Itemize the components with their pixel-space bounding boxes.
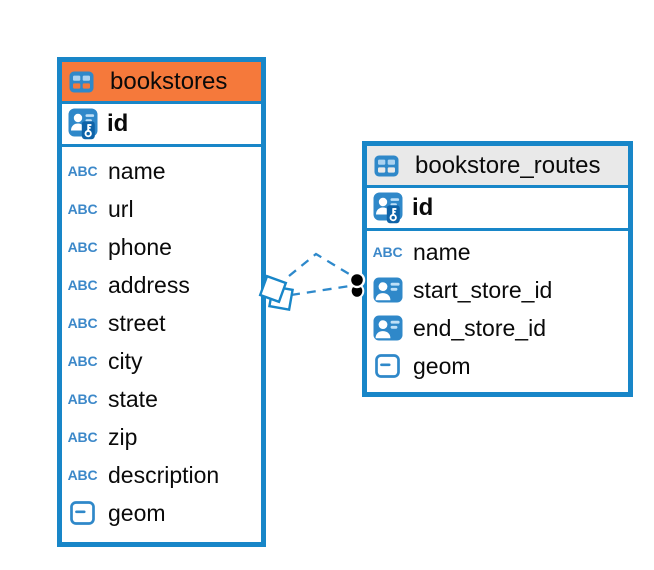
column-row[interactable]: ABC state bbox=[62, 380, 261, 418]
text-abc-icon: ABC bbox=[67, 163, 98, 179]
column-row[interactable]: geom bbox=[367, 347, 628, 385]
relationship-source-marker bbox=[268, 285, 294, 311]
primary-key-label: id bbox=[412, 194, 434, 221]
column-row[interactable]: ABC street bbox=[62, 304, 261, 342]
geometry-icon bbox=[372, 354, 403, 378]
table-node-bookstores[interactable]: bookstores id ABC name bbox=[57, 57, 266, 547]
column-label: name bbox=[413, 238, 471, 265]
column-rows: ABC name ABC url ABC phone ABC address A… bbox=[62, 147, 261, 536]
column-row[interactable]: ABC address bbox=[62, 266, 261, 304]
table-header[interactable]: bookstore_routes bbox=[367, 146, 628, 188]
column-label: name bbox=[108, 157, 166, 184]
column-row[interactable]: ABC description bbox=[62, 456, 261, 494]
column-label: street bbox=[108, 309, 166, 336]
geometry-icon bbox=[67, 501, 98, 525]
table-title: bookstores bbox=[110, 67, 228, 95]
column-label: start_store_id bbox=[413, 276, 553, 303]
primary-key-row[interactable]: id bbox=[367, 188, 628, 231]
column-label: geom bbox=[108, 499, 166, 526]
column-row[interactable]: end_store_id bbox=[367, 309, 628, 347]
primary-key-icon bbox=[67, 108, 98, 140]
primary-key-row[interactable]: id bbox=[62, 104, 261, 147]
column-row[interactable]: ABC name bbox=[367, 233, 628, 271]
column-label: description bbox=[108, 461, 220, 488]
column-row[interactable]: ABC phone bbox=[62, 228, 261, 266]
text-abc-icon: ABC bbox=[67, 315, 98, 331]
column-row[interactable]: ABC url bbox=[62, 190, 261, 228]
text-abc-icon: ABC bbox=[67, 277, 98, 293]
foreign-key-icon bbox=[372, 315, 403, 341]
table-title: bookstore_routes bbox=[415, 151, 601, 179]
text-abc-icon: ABC bbox=[67, 239, 98, 255]
foreign-key-icon bbox=[372, 277, 403, 303]
column-row[interactable]: ABC city bbox=[62, 342, 261, 380]
primary-key-icon bbox=[372, 192, 403, 224]
primary-key-label: id bbox=[107, 110, 129, 137]
column-label: address bbox=[108, 271, 190, 298]
column-label: zip bbox=[108, 423, 138, 450]
table-node-bookstore-routes[interactable]: bookstore_routes id ABC bbox=[362, 141, 633, 397]
text-abc-icon: ABC bbox=[372, 244, 403, 260]
column-label: end_store_id bbox=[413, 314, 546, 341]
column-rows: ABC name start_store_id end_store_id geo… bbox=[367, 231, 628, 386]
column-row[interactable]: start_store_id bbox=[367, 271, 628, 309]
text-abc-icon: ABC bbox=[67, 391, 98, 407]
text-abc-icon: ABC bbox=[67, 353, 98, 369]
table-icon bbox=[371, 155, 402, 177]
text-abc-icon: ABC bbox=[67, 429, 98, 445]
column-label: phone bbox=[108, 233, 172, 260]
relationship-link[interactable] bbox=[258, 252, 366, 311]
table-header[interactable]: bookstores bbox=[62, 62, 261, 104]
column-row[interactable]: ABC name bbox=[62, 152, 261, 190]
column-row[interactable]: ABC zip bbox=[62, 418, 261, 456]
column-label: state bbox=[108, 385, 158, 412]
column-row[interactable]: geom bbox=[62, 494, 261, 532]
text-abc-icon: ABC bbox=[67, 467, 98, 483]
column-label: city bbox=[108, 347, 143, 374]
column-label: geom bbox=[413, 352, 471, 379]
column-label: url bbox=[108, 195, 134, 222]
table-icon bbox=[66, 71, 97, 93]
text-abc-icon: ABC bbox=[67, 201, 98, 217]
